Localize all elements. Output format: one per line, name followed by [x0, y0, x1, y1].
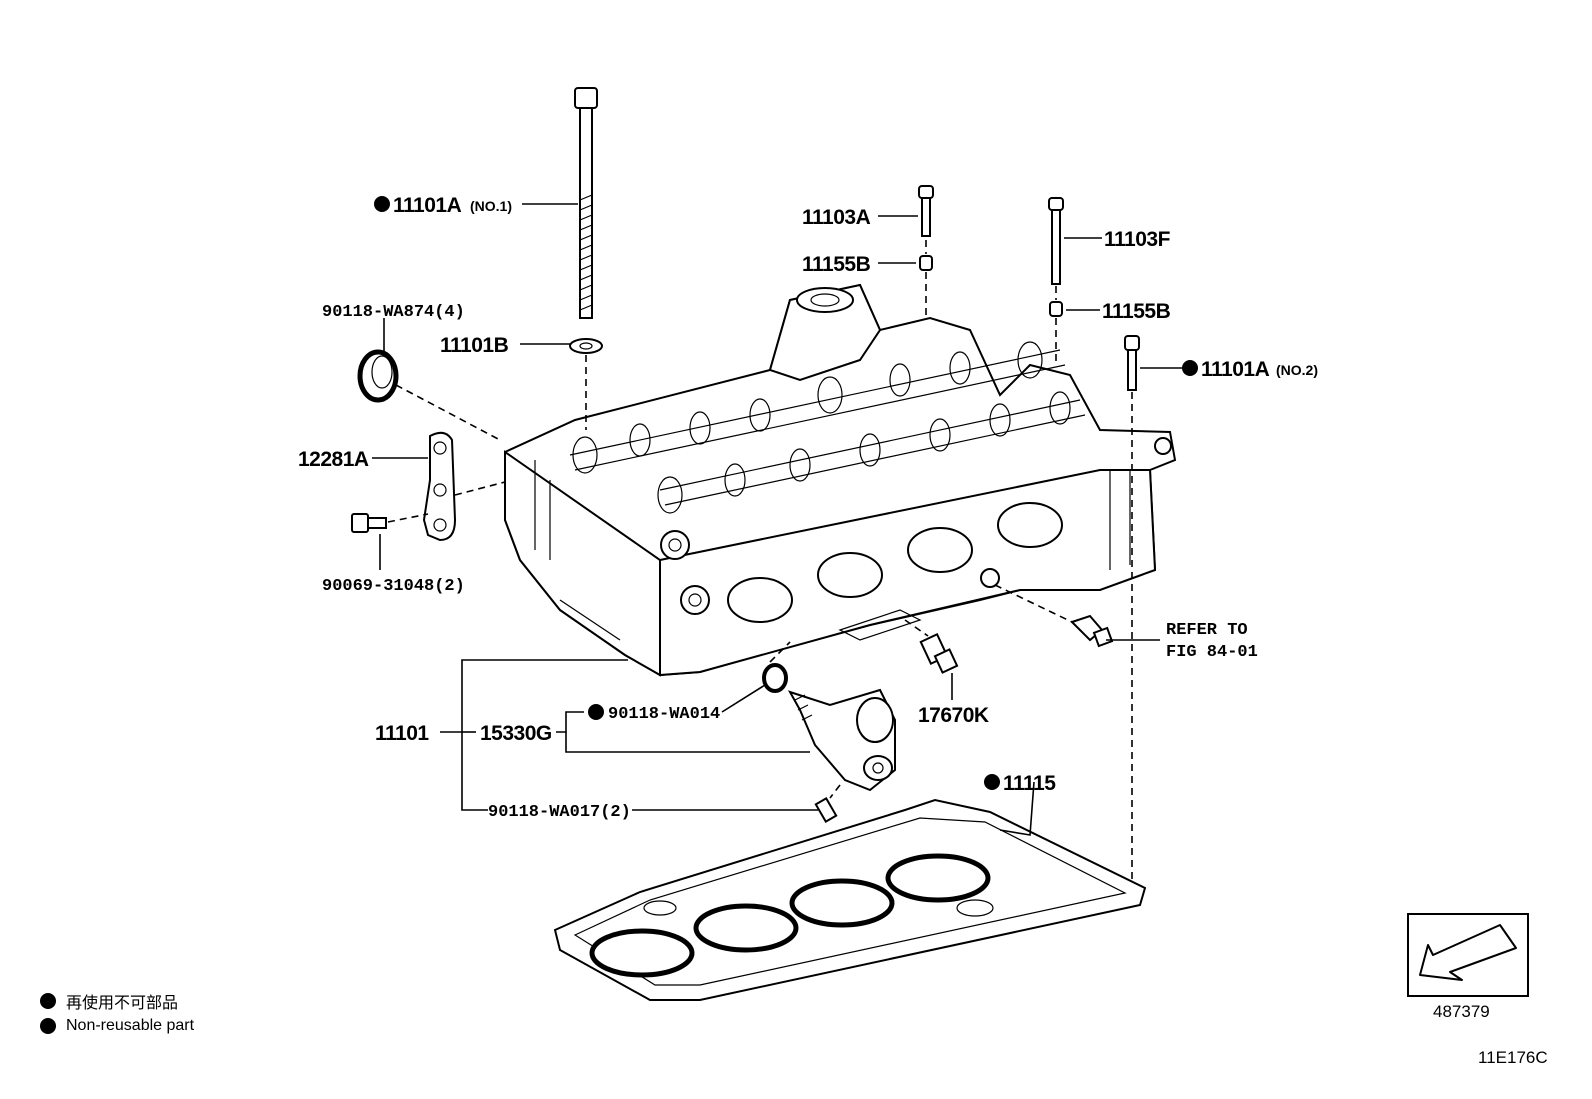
- non-reusable-dot-icon: [40, 1017, 56, 1034]
- engine-hanger-plate: [422, 431, 457, 542]
- non-reusable-marker: [374, 196, 390, 212]
- label-11101a-no2: 11101A: [1201, 358, 1270, 381]
- view-code: 487379: [1433, 1002, 1490, 1021]
- legend: 再使用不可部品 Non-reusable part: [40, 988, 194, 1038]
- sensor-17670k: [919, 632, 959, 674]
- leader-lines: [372, 203, 1184, 836]
- label-12281a: 12281A: [298, 448, 369, 471]
- head-bolt-no1: [574, 87, 598, 319]
- plug-11155b-2: [1049, 301, 1063, 317]
- label-11103f: 11103F: [1104, 228, 1171, 251]
- label-no2-suffix: (NO.2): [1276, 362, 1318, 378]
- legend-row-jp: 再使用不可部品: [40, 988, 194, 1013]
- label-11101a-no1: 11101A: [393, 194, 462, 217]
- sensor-refer: [1070, 614, 1114, 648]
- washer: [569, 338, 603, 354]
- label-15330g: 15330G: [480, 722, 552, 745]
- cylinder-head: [504, 283, 1177, 677]
- view-arrow-icon: [1419, 924, 1517, 981]
- label-90118-wa014: 90118-WA014: [608, 705, 720, 724]
- label-11101: 11101: [375, 722, 429, 745]
- label-17670k: 17670K: [918, 704, 989, 727]
- figure-code: 11E176C: [1478, 1048, 1548, 1067]
- label-11101b: 11101B: [440, 334, 509, 357]
- label-90069-31048: 90069-31048(2): [322, 577, 465, 596]
- label-11103a: 11103A: [802, 206, 871, 229]
- legend-row-en: Non-reusable part: [40, 1013, 194, 1038]
- label-90118-wa874: 90118-WA874(4): [322, 303, 465, 322]
- label-11155b-1: 11155B: [802, 253, 871, 276]
- plate-bolt: [351, 513, 387, 533]
- plug-11155b-1: [919, 255, 933, 271]
- oil-control-valve: [762, 663, 896, 824]
- stud-11103f: [1048, 197, 1064, 285]
- non-reusable-dot-icon: [40, 992, 56, 1009]
- non-reusable-marker: [588, 704, 604, 720]
- head-bolt-no2: [1124, 335, 1140, 391]
- legend-en-text: Non-reusable part: [66, 1016, 195, 1034]
- label-refer-to: REFER TO: [1166, 621, 1248, 640]
- legend-jp-text: 再使用不可部品: [66, 994, 179, 1012]
- head-gasket: [553, 798, 1147, 1001]
- non-reusable-marker: [1182, 360, 1198, 376]
- seal-ring: [357, 349, 399, 403]
- label-fig-84-01: FIG 84-01: [1166, 643, 1258, 662]
- label-11115: 11115: [1003, 772, 1056, 795]
- callout-labels: 11101A (NO.1) 90118-WA874(4) 11101B 1228…: [298, 194, 1318, 822]
- label-no1-suffix: (NO.1): [470, 198, 512, 214]
- view-direction-box: [1407, 913, 1529, 997]
- label-11155b-2: 11155B: [1102, 300, 1171, 323]
- non-reusable-marker: [984, 774, 1000, 790]
- stud-11103a: [918, 185, 934, 237]
- label-90118-wa017: 90118-WA017(2): [488, 803, 631, 822]
